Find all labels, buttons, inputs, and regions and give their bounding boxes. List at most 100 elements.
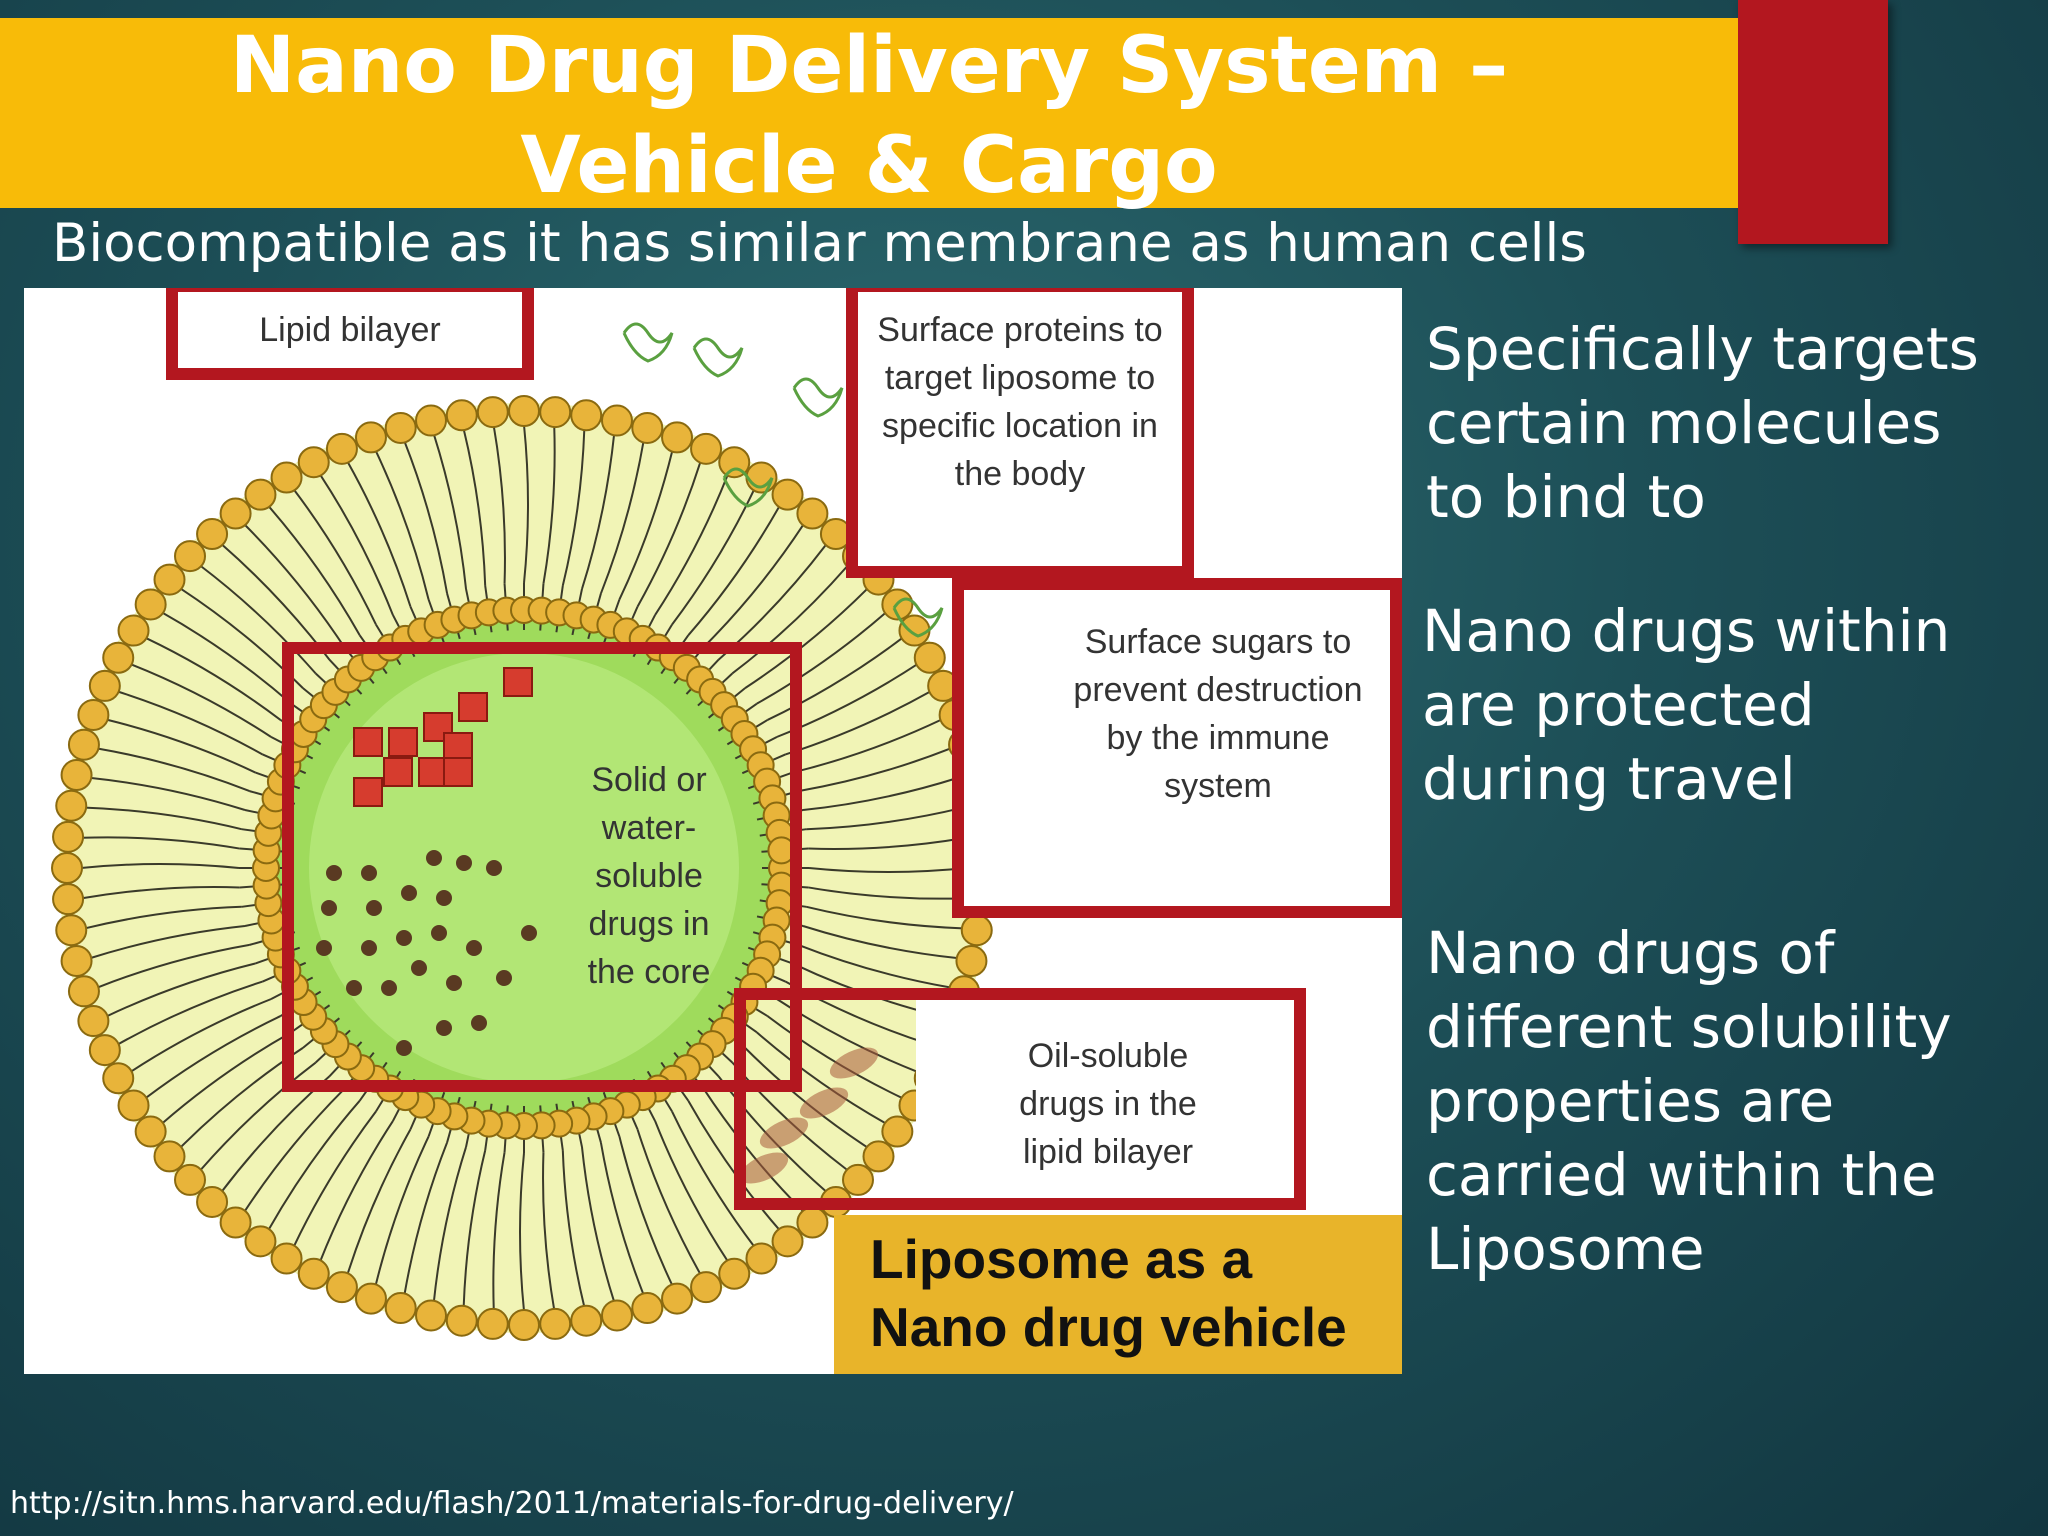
lipid-tail [85, 806, 242, 831]
lipid-head-outer [52, 883, 85, 916]
drug-dot [426, 850, 442, 866]
lipid-tail [161, 1031, 292, 1125]
lipid-tail [97, 747, 250, 793]
lipid-head-outer [690, 432, 723, 465]
oil-drug-blob [799, 1087, 849, 1119]
lipid-head-outer [508, 1309, 540, 1341]
lipid-head-outer [690, 1271, 723, 1304]
core-drugs-line: Solid or [591, 761, 707, 799]
lipid-tail [117, 980, 263, 1046]
diagram-caption-text: Liposome as a Nano drug vehicle [870, 1225, 1347, 1361]
side-point-protection: Nano drugs within are protected during t… [1422, 594, 2042, 816]
lipid-head-outer [117, 1089, 150, 1122]
drug-dot [361, 865, 377, 881]
title-line-2: Vehicle & Cargo [520, 121, 1218, 211]
drug-dot [396, 930, 412, 946]
lipid-head-outer [476, 396, 509, 429]
side-point-line: certain molecules [1426, 389, 1942, 457]
drug-dot [401, 885, 417, 901]
oil-drug-blob [829, 1047, 879, 1079]
lipid-tail [599, 441, 645, 594]
drug-cube [383, 757, 413, 787]
lipid-head-outer [174, 540, 207, 573]
lipid-tail [346, 1128, 412, 1275]
drug-cube [458, 692, 488, 722]
drug-cube [443, 732, 473, 762]
lipid-head-outer [570, 399, 603, 432]
lipid-tail [243, 523, 345, 648]
lipid-head-outer [771, 1225, 804, 1258]
lipid-head-outer [244, 478, 277, 511]
lipid-tail [580, 1146, 616, 1303]
drug-cube [353, 777, 383, 807]
oil-soluble-drugs-label: Oil-soluble drugs in the lipid bilayer [958, 1032, 1258, 1176]
lipid-head-outer [219, 497, 252, 530]
lipid-tail [636, 1129, 702, 1275]
lipid-head-outer [508, 395, 540, 427]
surface-protein [722, 467, 774, 508]
lipid-head-outer [77, 698, 110, 731]
lipid-tail [462, 428, 487, 586]
lipid-head-outer [445, 1304, 478, 1337]
lipid-head-outer [51, 852, 83, 884]
lipid-tail [403, 441, 449, 594]
lipid-tail [618, 450, 674, 600]
lipid-head-outer [219, 1206, 252, 1239]
lipid-tail [346, 461, 412, 607]
lipid-tail [432, 433, 468, 590]
lipid-tail [199, 564, 317, 675]
lipid-tail [492, 425, 506, 584]
drug-dot [346, 980, 362, 996]
surface-protein [792, 377, 844, 418]
surface-sugars-line: by the immune [1106, 719, 1330, 757]
lipid-tail [106, 962, 256, 1018]
lipid-tail [80, 863, 240, 869]
lipid-head-outer [55, 914, 88, 947]
lipid-head-outer [600, 1299, 633, 1332]
core-drugs-line: the core [587, 953, 711, 991]
lipid-tail [243, 1088, 345, 1213]
lipid-tail [84, 905, 242, 930]
lipid-head-outer [297, 446, 330, 479]
lipid-head-outer [955, 944, 988, 977]
lipid-tail [687, 1100, 781, 1231]
oil-drugs-line: drugs in the [1019, 1085, 1197, 1123]
lipid-head-outer [913, 641, 946, 674]
lipid-tail [756, 1031, 887, 1125]
drug-dot [396, 1040, 412, 1056]
lipid-tail [90, 776, 246, 811]
side-point-line: properties are [1426, 1067, 1835, 1135]
surface-sugars-line: system [1164, 767, 1272, 805]
lipid-tail [654, 474, 729, 616]
lipid-head-outer [445, 399, 478, 432]
lipid-head-outer [88, 1034, 121, 1067]
lipid-tail [561, 1150, 586, 1308]
surface-proteins-line: the body [954, 455, 1086, 493]
lipid-tail [542, 1152, 556, 1311]
lipid-head-outer [631, 1292, 664, 1325]
oil-callout-white-area [916, 1000, 1294, 1198]
lipid-head-outer [841, 1163, 874, 1196]
lipid-tail [293, 488, 377, 625]
lipid-tail [798, 943, 951, 989]
lipid-head-outer [77, 1005, 110, 1038]
lipid-tail [687, 505, 781, 636]
title-bar [0, 18, 1738, 208]
lipid-tail [756, 611, 887, 705]
drug-cube [353, 727, 383, 757]
lipid-head-outer [661, 421, 694, 454]
lipid-bilayer-label: Lipid bilayer [259, 311, 441, 349]
lipid-tail [292, 1110, 377, 1247]
caption-line-2: Nano drug vehicle [870, 1296, 1347, 1358]
lipid-tail [542, 426, 556, 584]
drug-dot [326, 865, 342, 881]
lipid-head-outer [55, 789, 88, 822]
surface-sugars-label: Surface sugars to prevent destruction by… [1048, 618, 1388, 810]
drug-dot [521, 925, 537, 941]
lipid-head-outer [153, 1140, 186, 1173]
side-point-line: Nano drugs within [1422, 597, 1951, 665]
lipid-head-outer [153, 563, 186, 596]
lipid-head-outer [60, 759, 93, 792]
title-line-1: Nano Drug Delivery System – [229, 21, 1509, 111]
lipid-head-outer [117, 614, 150, 647]
